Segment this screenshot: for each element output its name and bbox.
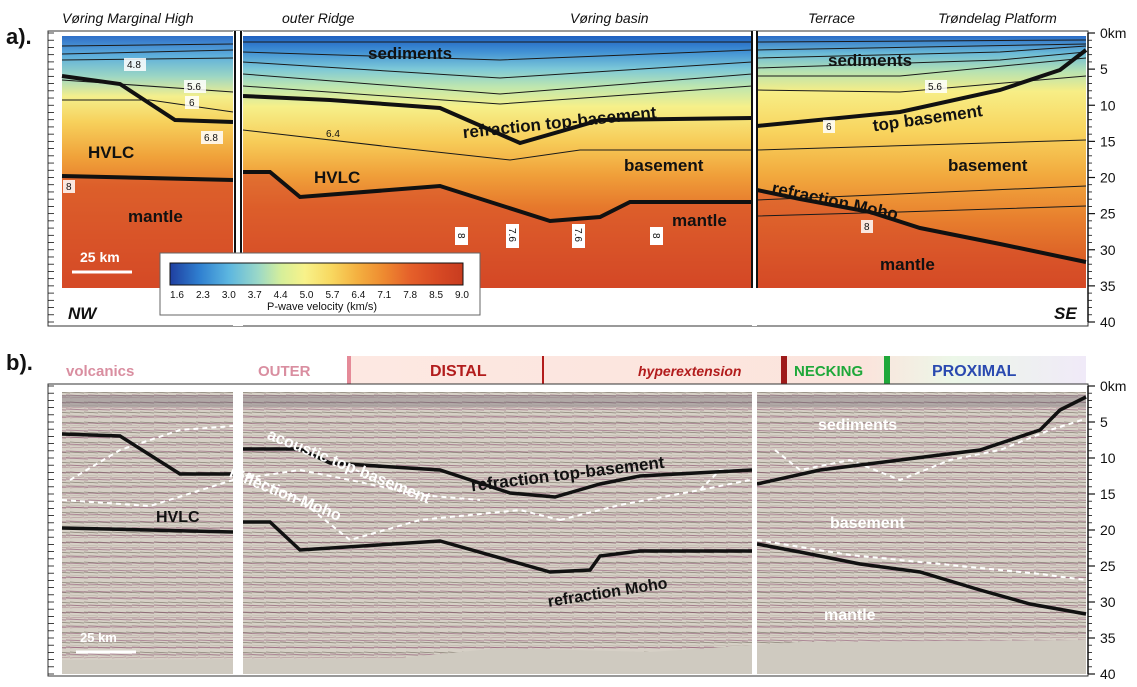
colorbar-title: P-wave velocity (km/s) xyxy=(267,301,377,313)
panel-a: a). Vøring Marginal High outer Ridge Vør… xyxy=(6,10,1126,330)
colorbar-tick-label: 7.8 xyxy=(403,290,417,301)
domain-distal: DISTAL xyxy=(430,363,487,380)
colorbar-scale xyxy=(170,263,463,285)
colorbar-tick-label: 4.4 xyxy=(274,290,288,301)
depth-axis-a-tick-label: 35 xyxy=(1100,278,1116,294)
separator-b-1 xyxy=(233,392,243,674)
domain-divider-hyperextension xyxy=(781,356,787,384)
contour-label: 4.8 xyxy=(127,60,141,71)
domain-divider-distal xyxy=(542,356,544,384)
domain-necking: NECKING xyxy=(794,363,863,380)
contour-label: 7.6 xyxy=(572,228,583,242)
direction-se: SE xyxy=(1054,304,1077,323)
label-mantle-b: mantle xyxy=(824,607,876,624)
contour-label: 8 xyxy=(650,233,661,239)
depth-axis-a-tick-label: 5 xyxy=(1100,61,1108,77)
label-basement-a2: basement xyxy=(948,156,1028,175)
label-sediments-a1: sediments xyxy=(368,44,452,63)
label-sediments-a2: sediments xyxy=(828,51,912,70)
label-basement-b: basement xyxy=(830,515,905,532)
colorbar-tick-label: 3.7 xyxy=(248,290,262,301)
depth-axis-b-tick-label: 30 xyxy=(1100,594,1116,610)
depth-axis-b-tick-label: 40 xyxy=(1100,666,1116,682)
depth-axis-b-tick-label: 20 xyxy=(1100,522,1116,538)
direction-nw: NW xyxy=(68,304,98,323)
depth-axis-a-tick-label: 10 xyxy=(1100,97,1116,113)
domain-proximal: PROXIMAL xyxy=(932,363,1017,380)
label-mantle-a2: mantle xyxy=(672,211,727,230)
panel-b: b). volcanics OUTER DISTAL hyperextensio… xyxy=(6,350,1126,682)
colorbar-tick-label: 2.3 xyxy=(196,290,210,301)
domain-volcanics: volcanics xyxy=(66,363,134,380)
scale-label-b: 25 km xyxy=(80,630,117,645)
colorbar-tick-label: 6.4 xyxy=(351,290,365,301)
contour-label: 6.8 xyxy=(204,133,218,144)
header-trondelag-platform: Trøndelag Platform xyxy=(938,10,1057,26)
contour-label: 5.6 xyxy=(928,82,942,93)
colorbar-tick-label: 9.0 xyxy=(455,290,469,301)
colorbar-tick-label: 1.6 xyxy=(170,290,184,301)
panel-a-label: a). xyxy=(6,24,32,49)
header-terrace: Terrace xyxy=(808,10,855,26)
colorbar: 1.6 2.3 3.0 3.7 4.4 5.0 5.7 6.4 7.1 7.8 8.5 9.0 P-w… xyxy=(160,253,480,315)
contour-label: 8 xyxy=(66,182,72,193)
colorbar-tick-label: 8.5 xyxy=(429,290,443,301)
depth-axis-a-tick-label: 15 xyxy=(1100,133,1116,149)
domain-outer: OUTER xyxy=(258,363,311,380)
label-mantle-a3: mantle xyxy=(880,255,935,274)
label-mantle-a1: mantle xyxy=(128,207,183,226)
label-hvlc-b: HVLC xyxy=(156,509,200,526)
label-hvlc-a2: HVLC xyxy=(314,168,360,187)
panel-b-label: b). xyxy=(6,350,33,375)
depth-axis-a-tick-label: 30 xyxy=(1100,242,1116,258)
seafloor-band xyxy=(62,395,1086,407)
depth-axis-b-tick-label: 35 xyxy=(1100,630,1116,646)
depth-axis-b-tick-label: 15 xyxy=(1100,486,1116,502)
colorbar-tick-label: 7.1 xyxy=(377,290,391,301)
depth-axis-a-tick-label: 25 xyxy=(1100,206,1116,222)
label-hvlc-a1: HVLC xyxy=(88,143,134,162)
depth-axis-b-tick-label: 0km xyxy=(1100,378,1126,394)
contour-label: 6.4 xyxy=(326,129,340,140)
depth-axis-b-tick-label: 10 xyxy=(1100,450,1116,466)
depth-axis-a-tick-label: 20 xyxy=(1100,170,1116,186)
contour-label: 6 xyxy=(189,98,195,109)
label-sediments-b: sediments xyxy=(818,417,897,434)
depth-axis-b-tick-label: 25 xyxy=(1100,558,1116,574)
colorbar-tick-label: 5.0 xyxy=(300,290,314,301)
depth-axis-a-tick-label: 40 xyxy=(1100,314,1116,330)
label-basement-a1: basement xyxy=(624,156,704,175)
contour-label: 8 xyxy=(455,233,466,239)
domain-divider-necking xyxy=(884,356,890,384)
domain-hyperextension: hyperextension xyxy=(638,363,741,379)
domain-divider-outer xyxy=(347,356,351,384)
header-outer-ridge: outer Ridge xyxy=(282,10,355,26)
contour-label: 6 xyxy=(826,122,832,133)
contour-label: 7.6 xyxy=(506,228,517,242)
header-voring-marginal-high: Vøring Marginal High xyxy=(62,10,194,26)
colorbar-tick-label: 3.0 xyxy=(222,290,236,301)
depth-axis-a-tick-label: 0km xyxy=(1100,25,1126,41)
contour-label: 8 xyxy=(864,222,870,233)
colorbar-tick-label: 5.7 xyxy=(326,290,340,301)
separator-b-2 xyxy=(752,392,757,674)
header-voring-basin: Vøring basin xyxy=(570,10,649,26)
contour-label: 5.6 xyxy=(187,82,201,93)
scale-label-a: 25 km xyxy=(80,249,120,265)
depth-axis-b-tick-label: 5 xyxy=(1100,414,1108,430)
